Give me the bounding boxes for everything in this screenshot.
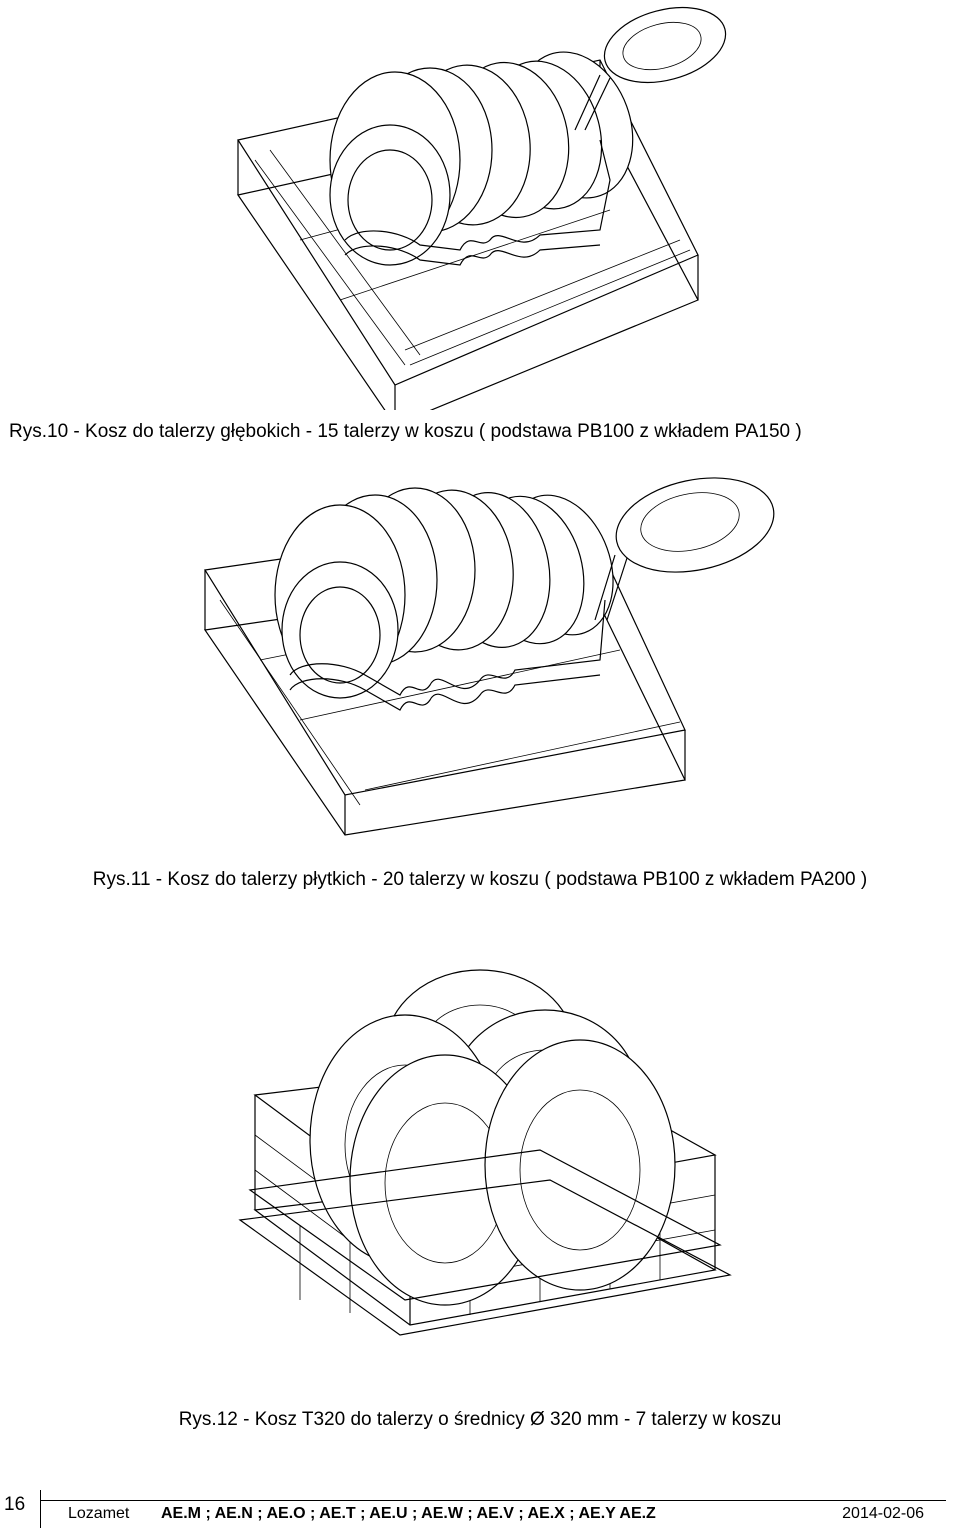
shallow-plate-basket-drawing (203, 477, 775, 836)
model-codes: AE.M ; AE.N ; AE.O ; AE.T ; AE.U ; AE.W … (161, 1505, 656, 1522)
company-name: Lozamet (68, 1505, 130, 1522)
figure-10-deep-plate-basket (0, 0, 960, 410)
document-date: 2014-02-06 (842, 1505, 924, 1522)
figure-11-caption: Rys.11 - Kosz do talerzy płytkich - 20 t… (92, 869, 868, 890)
page-number: 16 (4, 1494, 26, 1515)
footer-rule (40, 1500, 946, 1501)
t320-basket-drawing (238, 969, 732, 1336)
figure-12-t320-basket (0, 955, 960, 1395)
figure-11-shallow-plate-basket (0, 460, 960, 860)
footer-vertical-rule (40, 1490, 41, 1528)
deep-plate-basket-drawing (237, 6, 727, 410)
page-footer: 16 Lozamet AE.M ; AE.N ; AE.O ; AE.T ; A… (0, 1490, 960, 1528)
figure-10-caption: Rys.10 - Kosz do talerzy głębokich - 15 … (9, 421, 802, 442)
figure-12-caption: Rys.12 - Kosz T320 do talerzy o średnicy… (178, 1409, 782, 1430)
